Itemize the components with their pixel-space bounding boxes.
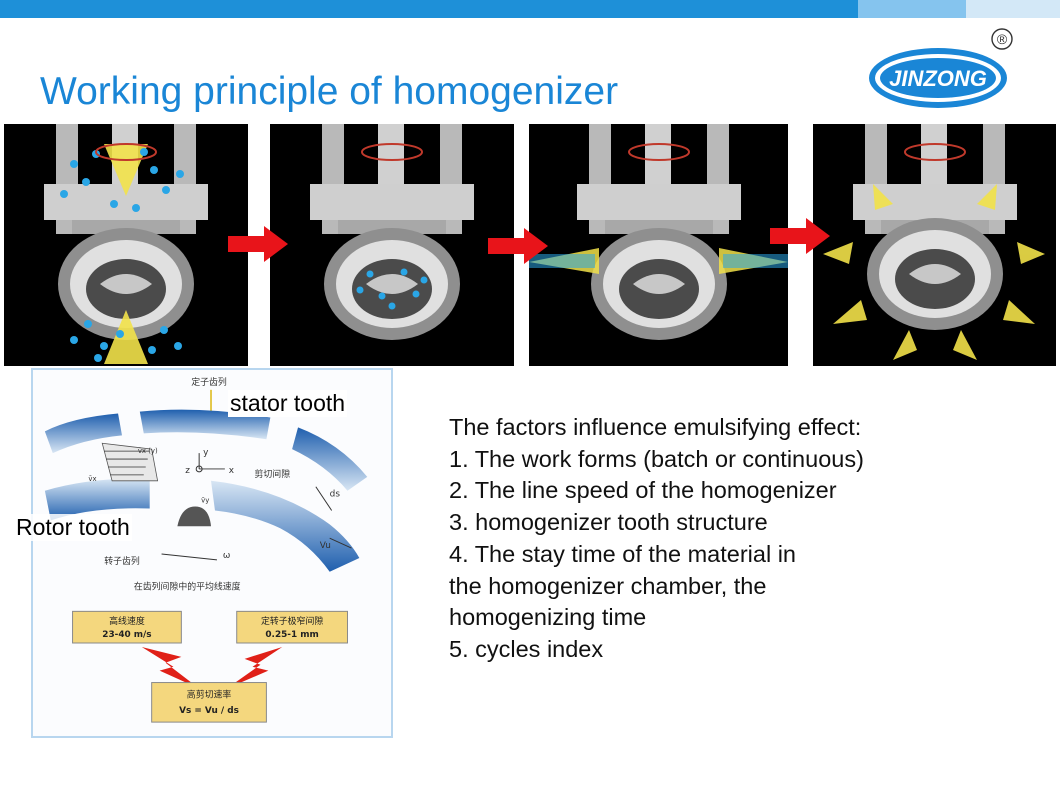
stator-row-label: 定子齿列	[191, 376, 227, 388]
rotor-row-label: 转子齿列	[104, 555, 140, 567]
rotor-stator-diagram: 定子齿列 v̄x (y) v̄x y z x 剪切间隙 v̄y ds 转子齿列	[31, 368, 393, 738]
vy-label: v̄y	[201, 497, 209, 505]
homogenizer-stage-4-image	[813, 124, 1056, 366]
factors-heading: The factors influence emulsifying effect…	[449, 414, 862, 440]
avg-speed-label: 在齿列间隙中的平均线速度	[134, 581, 241, 593]
ds-label: ds	[330, 490, 341, 500]
factor-line: 4. The stay time of the material in	[449, 540, 797, 567]
top-bar-segment	[966, 0, 1060, 18]
logo-text: JINZONG	[889, 66, 987, 91]
top-bar-segment	[858, 0, 966, 18]
top-bar	[0, 0, 1060, 18]
arrow-right-icon	[488, 228, 548, 264]
shear-gap-label: 剪切间隙	[255, 468, 291, 480]
axis-x-label: x	[229, 466, 234, 476]
factor-line: 3. homogenizer tooth structure	[449, 509, 768, 536]
box-gap-value: 0.25-1 mm	[265, 630, 318, 640]
factor-line: 2. The line speed of the homogenizer	[449, 477, 837, 504]
arrow-right-icon	[770, 218, 830, 254]
factors-list: The factors influence emulsifying effect…	[449, 412, 1009, 666]
jinzong-logo: ® JINZONG	[866, 26, 1016, 112]
homogenizer-stage-2-image	[270, 124, 514, 366]
axis-y-label: y	[203, 448, 208, 458]
vu-label: Vu	[320, 541, 331, 551]
omega-label: ω	[223, 551, 230, 561]
factor-line: 5. cycles index	[449, 635, 604, 662]
axis-z-label: z	[185, 466, 190, 476]
page-title: Working principle of homogenizer	[40, 70, 619, 113]
homogenizer-stage-3-image	[529, 124, 788, 366]
factor-line: the homogenizer chamber, the	[449, 572, 767, 599]
factor-line: homogenizing time	[449, 604, 647, 631]
vx-label: v̄x	[88, 475, 96, 483]
homogenizer-stage-1-image	[4, 124, 248, 366]
box-gap-title: 定转子极窄间隙	[261, 615, 323, 627]
box-shear-rate-title: 高剪切速率	[187, 688, 232, 700]
box-line-speed-value: 23-40 m/s	[102, 630, 151, 640]
top-bar-segment	[0, 0, 858, 18]
stator-tooth-label: stator tooth	[228, 390, 348, 417]
vx-y-label: v̄x (y)	[138, 447, 158, 455]
box-line-speed-title: 高线速度	[109, 615, 145, 627]
factor-line: 1. The work forms (batch or continuous)	[449, 445, 864, 472]
registered-mark: ®	[997, 31, 1008, 47]
box-shear-rate-value: Vs = Vu / ds	[179, 706, 239, 716]
rotor-tooth-label: Rotor tooth	[14, 514, 132, 541]
arrow-right-icon	[228, 226, 288, 262]
